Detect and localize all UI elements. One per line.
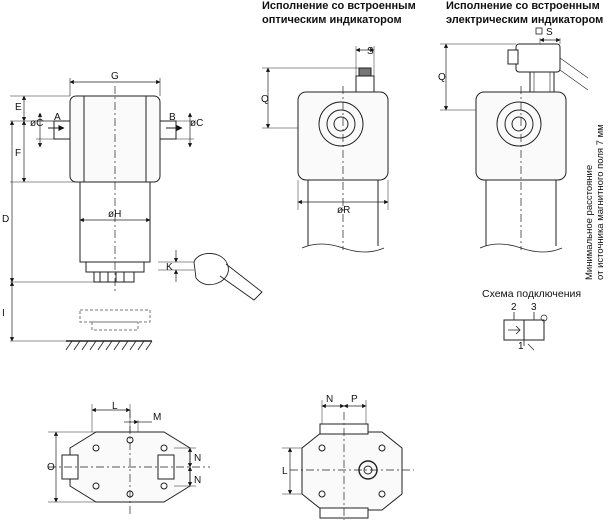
dim-Q-optical: Q [261, 94, 269, 105]
dim-L-bottom-right: L [282, 466, 288, 477]
filter-top-view-left [48, 404, 210, 514]
dim-F: F [15, 148, 21, 159]
filter-top-view-right [282, 400, 414, 520]
dim-N2: N [194, 475, 201, 486]
dim-L-bottom-left: L [112, 401, 118, 412]
dim-P: P [351, 394, 358, 405]
scheme-pin-3: 3 [531, 302, 537, 313]
dimension-labels: G E F D I øC øC A B øH K S Q øR S Q L M … [2, 27, 553, 486]
optical-caption-line1: Исполнение со встроенным [262, 0, 416, 12]
dim-G: G [111, 71, 119, 82]
min-distance-note-line2: от источника магнитного поля 7 мм [595, 124, 606, 280]
electric-caption-line1: Исполнение со встроенным [446, 0, 600, 12]
dim-Q-electric: Q [438, 72, 446, 83]
optical-indicator-view [262, 46, 389, 253]
connection-scheme-title: Схема подключения [482, 288, 582, 300]
dim-I: I [2, 308, 5, 319]
dim-S-optical: S [367, 46, 374, 57]
dim-N1: N [194, 453, 201, 464]
filter-side-view [9, 78, 263, 351]
dim-N-bottom-right: N [326, 394, 333, 405]
connection-scheme [503, 312, 548, 351]
dim-A: A [54, 112, 61, 123]
optical-caption-line2: оптическим индикатором [262, 14, 402, 26]
scheme-pin-2: 2 [511, 302, 517, 313]
dim-M: M [153, 412, 161, 423]
dim-H: øH [108, 209, 121, 220]
dim-O: O [47, 462, 55, 473]
dim-C-left: øC [30, 118, 43, 129]
scheme-pin-1: 1 [518, 341, 524, 352]
dim-K: K [166, 262, 173, 273]
dim-E: E [15, 102, 22, 113]
electric-indicator-view [440, 27, 589, 253]
dim-S-electric: S [546, 27, 553, 38]
dim-R: øR [337, 205, 350, 216]
dim-C-right: øC [190, 118, 203, 129]
dim-B: B [169, 112, 176, 123]
dim-D: D [2, 214, 9, 225]
electric-caption-line2: электрическим индикатором [446, 14, 604, 26]
min-distance-note-line1: Минимальное расстояние [584, 164, 595, 280]
